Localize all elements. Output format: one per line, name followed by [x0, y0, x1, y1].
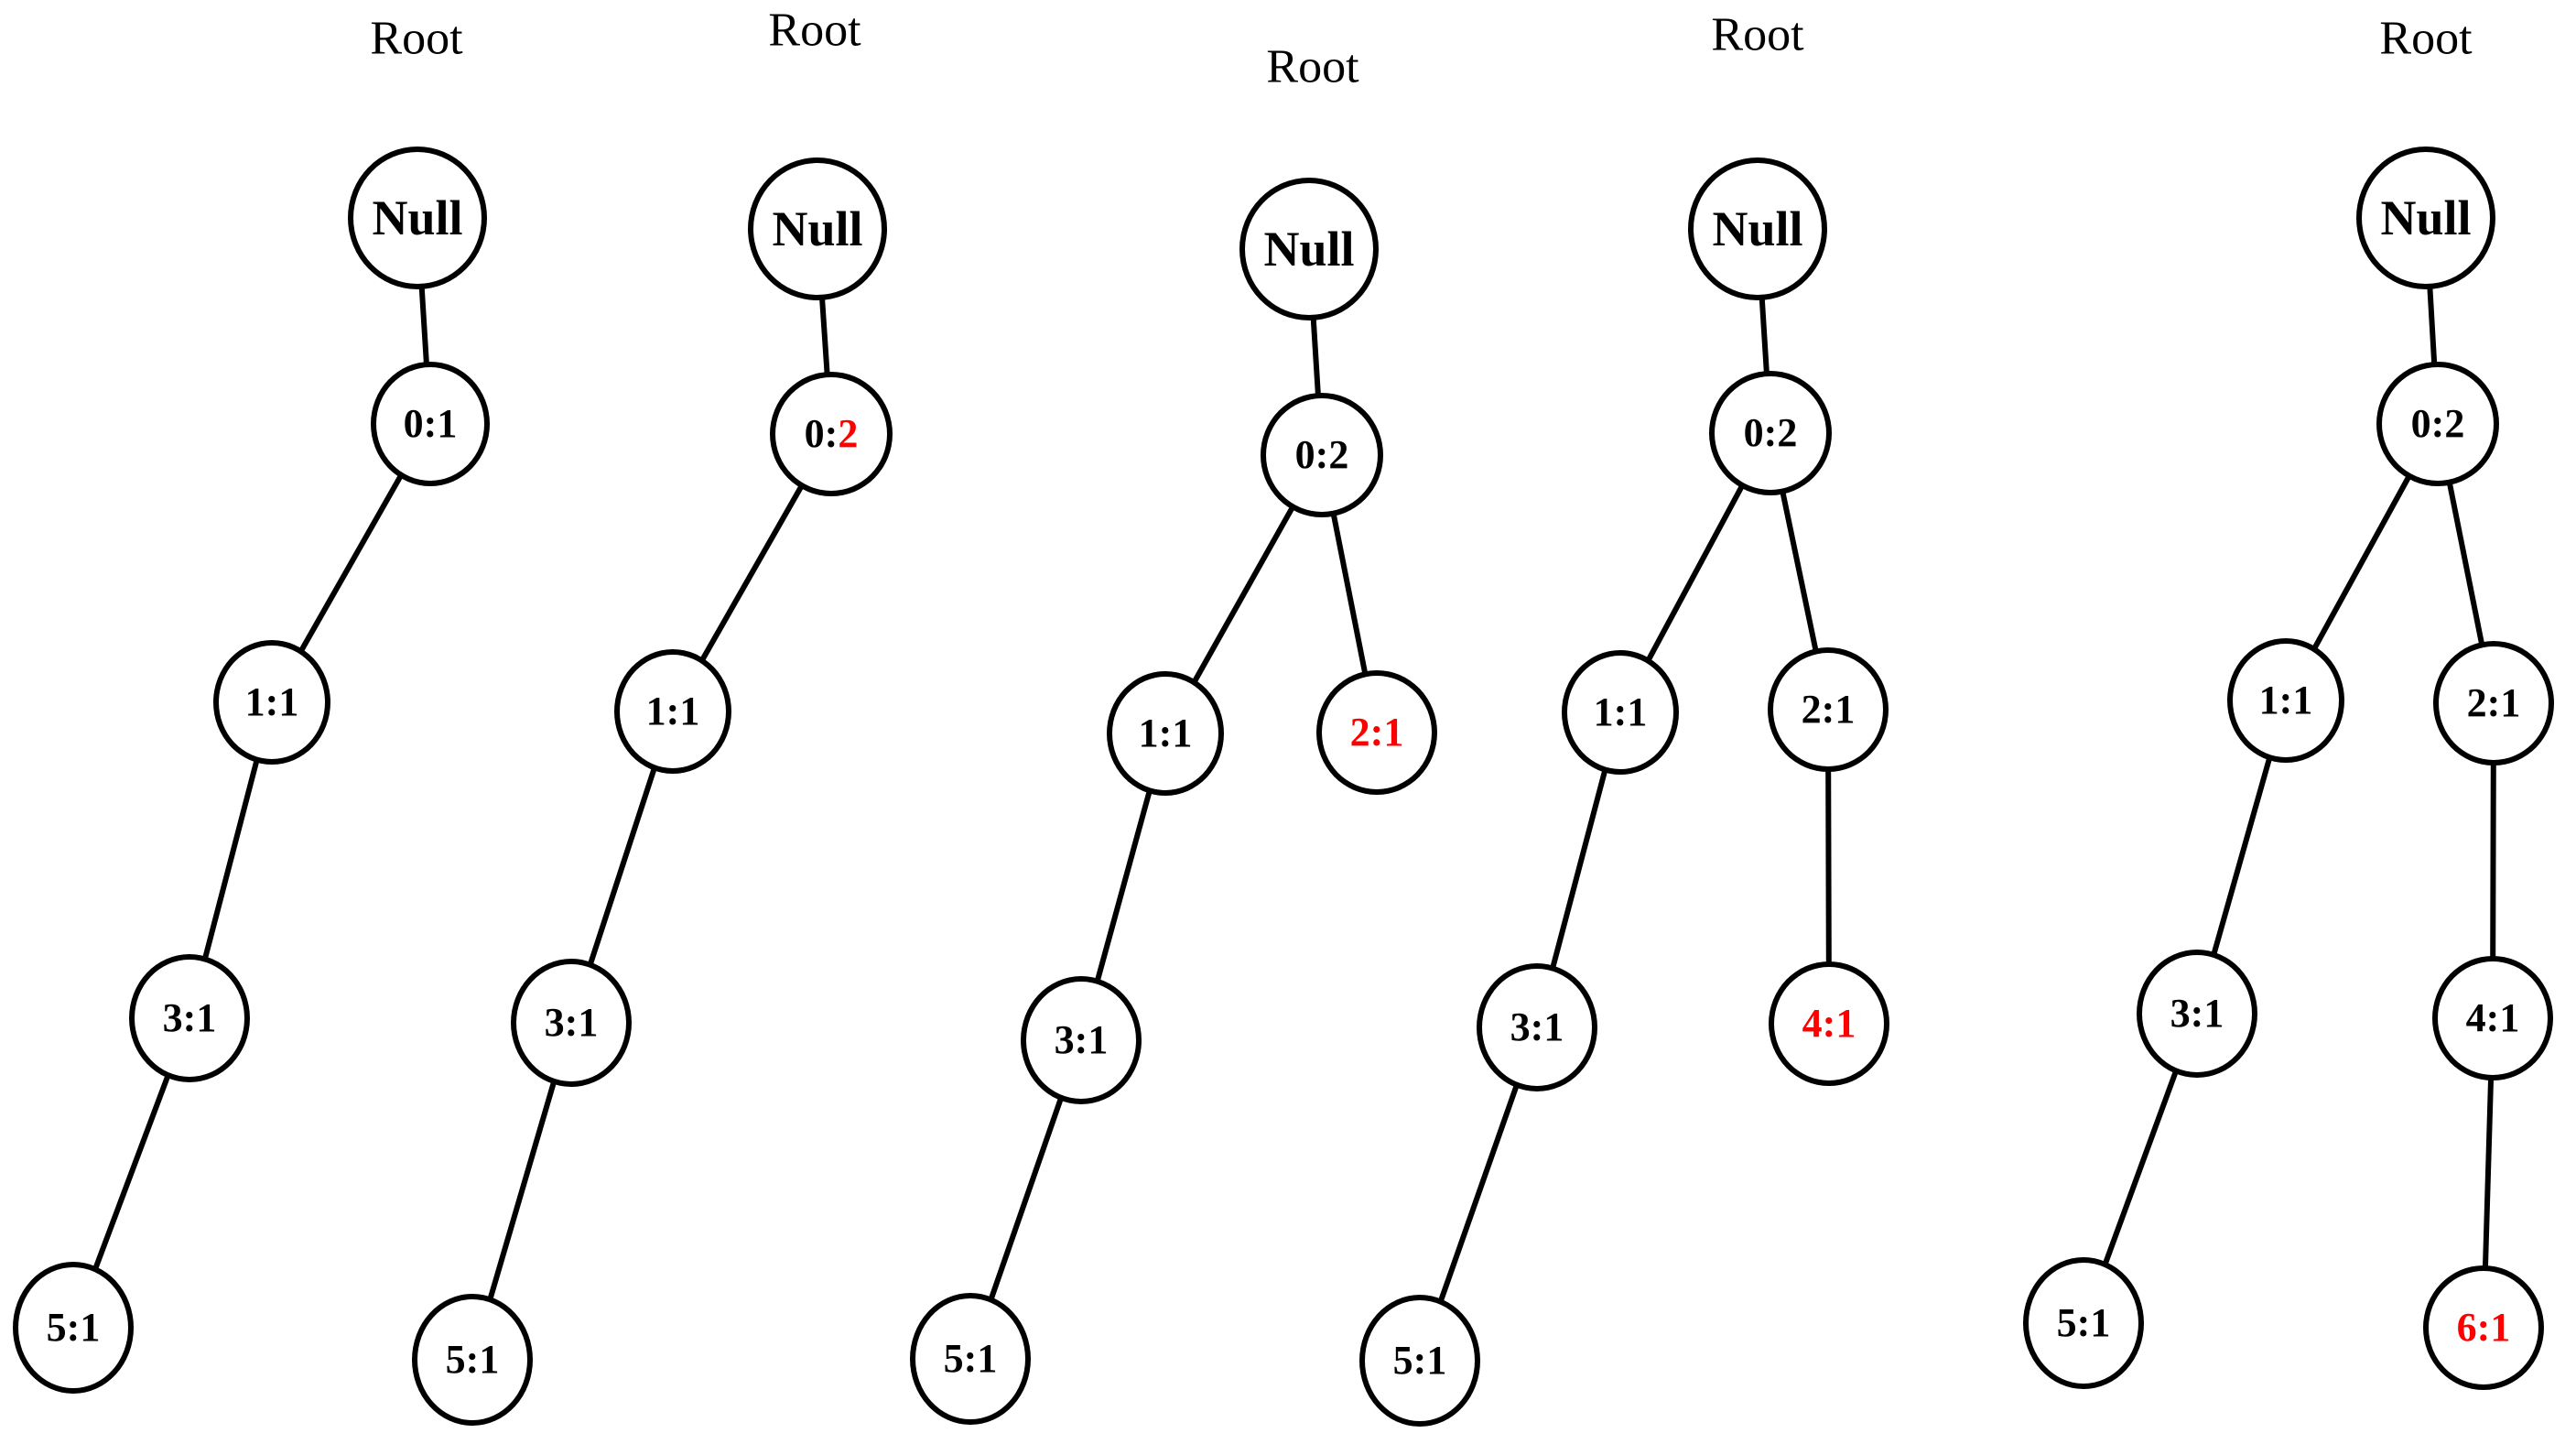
tree-node: 0:2 — [770, 372, 893, 496]
root-label: Root — [768, 4, 861, 57]
tree-node: 0:1 — [371, 362, 490, 486]
tree-node-label: 4:1 — [2465, 995, 2520, 1040]
tree-node: 2:1 — [1316, 670, 1437, 795]
root-label: Root — [370, 12, 463, 65]
tree-node-label: Null — [1712, 201, 1803, 256]
tree-node: 4:1 — [2432, 956, 2553, 1080]
tree-node: 5:1 — [2023, 1257, 2144, 1389]
tree-node: 0:2 — [2376, 362, 2499, 486]
tree-node: 6:1 — [2423, 1265, 2544, 1390]
tree-node: 2:1 — [1768, 647, 1889, 772]
tree-node: 0:2 — [1709, 371, 1832, 495]
tree-node-label: 1:1 — [1138, 711, 1193, 755]
tree-node-label: 2:1 — [1801, 687, 1856, 732]
tree-node-label: 0:2 — [2410, 401, 2465, 446]
tree-node-label: 1:1 — [2258, 678, 2313, 722]
tree-node-label: 5:1 — [46, 1305, 101, 1350]
tree-node-label: 2:1 — [1349, 710, 1404, 755]
tree-node-label: 0:2 — [1294, 432, 1349, 477]
tree-node: 4:1 — [1769, 961, 1889, 1086]
tree-node-label: Null — [772, 201, 863, 256]
tree-node: 1:1 — [614, 649, 731, 774]
tree-node-label: 2:1 — [2466, 680, 2521, 725]
tree-node: 3:1 — [1477, 963, 1597, 1091]
tree-node-label: 1:1 — [645, 689, 700, 733]
tree-node: 3:1 — [511, 959, 632, 1087]
tree-node-label: 3:1 — [544, 1000, 599, 1045]
tree-node: 1:1 — [2227, 638, 2344, 763]
tree-node: 3:1 — [1021, 976, 1142, 1104]
root-label: Root — [2379, 12, 2473, 65]
tree-node-label: 5:1 — [2056, 1300, 2111, 1345]
tree-node-label: 4:1 — [1802, 1001, 1856, 1046]
tree-node: 5:1 — [910, 1293, 1031, 1425]
root-label: Root — [1266, 40, 1359, 93]
tree-node-null: Null — [748, 157, 887, 300]
tree-node-label: 0:2 — [804, 411, 859, 456]
tree-node-label: 1:1 — [1593, 689, 1648, 734]
tree-node-label: 3:1 — [2170, 991, 2224, 1036]
tree-node-null: Null — [348, 147, 487, 289]
tree-node-label: Null — [1263, 222, 1355, 277]
tree-node-label: 3:1 — [1510, 1004, 1564, 1049]
tree-node: 3:1 — [2137, 950, 2257, 1078]
tree-node: 1:1 — [1562, 650, 1679, 775]
tree-node: 5:1 — [1359, 1295, 1480, 1427]
tree-node: 0:2 — [1261, 393, 1383, 517]
tree-node-label: 5:1 — [1392, 1338, 1447, 1383]
tree-node: 1:1 — [1107, 671, 1224, 796]
tree-node: 2:1 — [2433, 641, 2554, 765]
tree-node-null: Null — [1688, 157, 1827, 300]
tree-node: 1:1 — [213, 640, 330, 765]
tree-node-label: 6:1 — [2456, 1305, 2511, 1350]
tree-node-null: Null — [2356, 147, 2495, 289]
tree-node-label: 0:1 — [403, 401, 458, 446]
root-label: Root — [1711, 8, 1804, 61]
tree-node-label: 0:2 — [1743, 410, 1798, 455]
tree-node-label: Null — [372, 190, 463, 245]
tree-node: 5:1 — [412, 1294, 533, 1426]
tree-node-label: 5:1 — [445, 1337, 500, 1382]
tree-node-label: 3:1 — [1054, 1017, 1109, 1062]
tree-node-label: Null — [2380, 190, 2472, 245]
tree-node-label: 3:1 — [162, 995, 217, 1040]
tree-node: 5:1 — [13, 1262, 134, 1394]
tree-node-label: 1:1 — [244, 679, 299, 724]
tree-node: 3:1 — [129, 954, 250, 1082]
tree-node-null: Null — [1239, 178, 1379, 320]
tree-node-label: 5:1 — [943, 1336, 998, 1381]
